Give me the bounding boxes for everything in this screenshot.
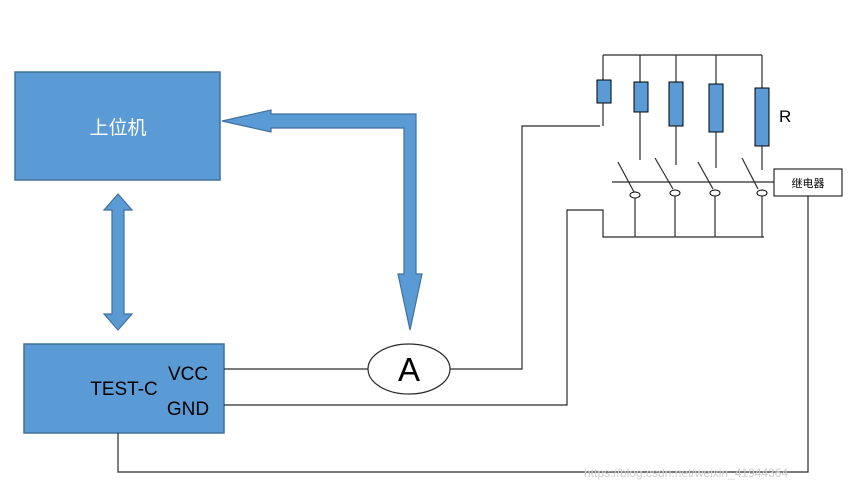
ammeter-label: A — [398, 351, 420, 388]
vcc-label: VCC — [168, 364, 208, 385]
switch-2 — [654, 157, 681, 237]
relay-label: 继电器 — [792, 177, 825, 190]
switch-1 — [617, 161, 641, 237]
arrow-ammeter-to-host — [221, 109, 423, 331]
switch-3 — [697, 161, 721, 237]
resistor-3 — [668, 55, 684, 165]
host-computer-block: 上位机 — [14, 71, 221, 181]
resistor-2 — [633, 55, 649, 160]
double-arrow-host-tester — [102, 193, 134, 331]
resistor-label: R — [779, 107, 791, 126]
watermark-text: https://blog.csdn.net/weixin_41944364 — [584, 466, 789, 480]
test-c-label: TEST-C — [90, 379, 158, 400]
wire-gnd-to-load — [224, 209, 764, 406]
gnd-label: GND — [167, 399, 209, 420]
ammeter: A — [367, 343, 451, 395]
resistor-4 — [708, 55, 724, 168]
resistor-1 — [596, 55, 612, 126]
switch-4 — [741, 157, 768, 237]
host-computer-label: 上位机 — [89, 117, 146, 139]
resistor-5 — [754, 55, 770, 170]
relay-box: 继电器 — [773, 168, 843, 197]
wire-ammeter-to-load — [450, 125, 600, 370]
test-c-block: TEST-C VCC GND — [23, 343, 225, 434]
wire-tester-to-relay — [117, 196, 809, 473]
